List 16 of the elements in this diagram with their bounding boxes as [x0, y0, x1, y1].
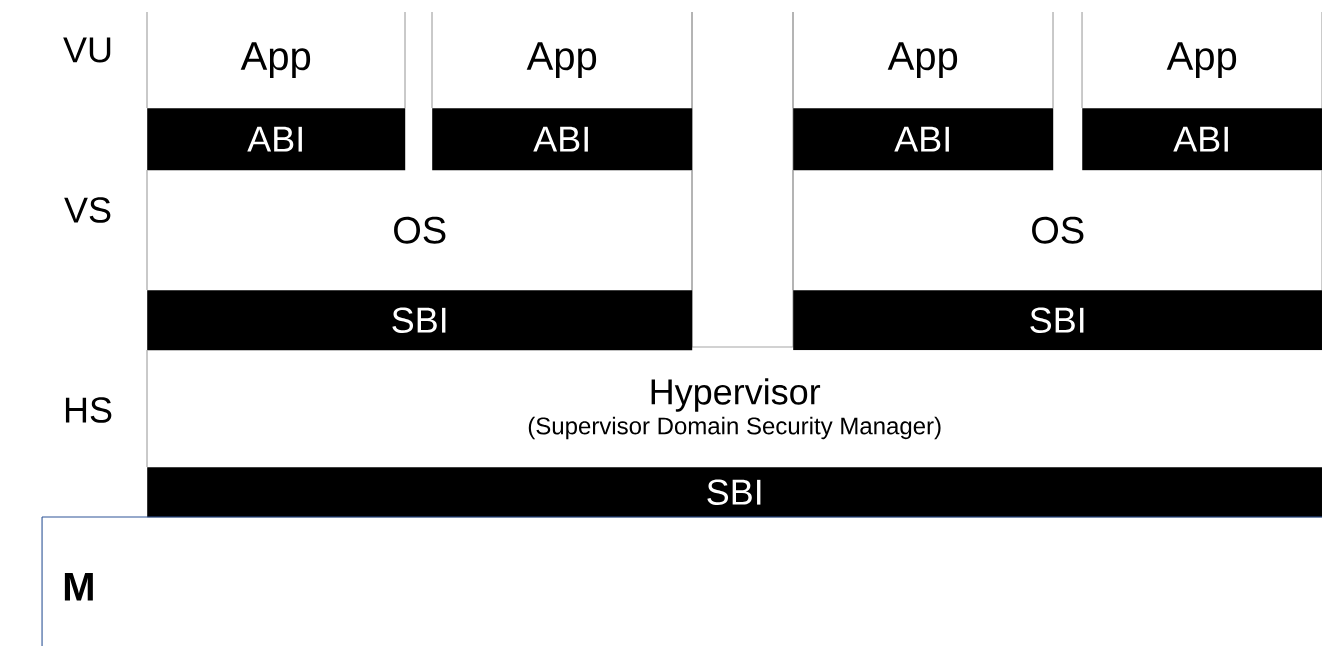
interface-bar: ABI: [793, 108, 1054, 171]
hypervisor-box: Hypervisor (Supervisor Domain Security Manager): [146, 349, 941, 468]
app-box: App: [792, 11, 1054, 109]
interface-bar: SBI: [147, 290, 693, 351]
os-box: OS: [146, 169, 693, 291]
app-box: App: [431, 11, 693, 109]
text-panel: M: [41, 516, 1322, 646]
interface-bar: SBI: [147, 467, 1322, 518]
interface-bar: ABI: [1082, 108, 1322, 171]
layer-label: VU: [63, 37, 111, 63]
layer-label: HS: [65, 397, 112, 423]
app-box: App: [146, 11, 406, 109]
interface-bar: ABI: [147, 108, 406, 171]
layer-label: VS: [64, 197, 111, 223]
interface-bar: SBI: [793, 290, 1322, 351]
interface-bar: ABI: [432, 108, 693, 171]
